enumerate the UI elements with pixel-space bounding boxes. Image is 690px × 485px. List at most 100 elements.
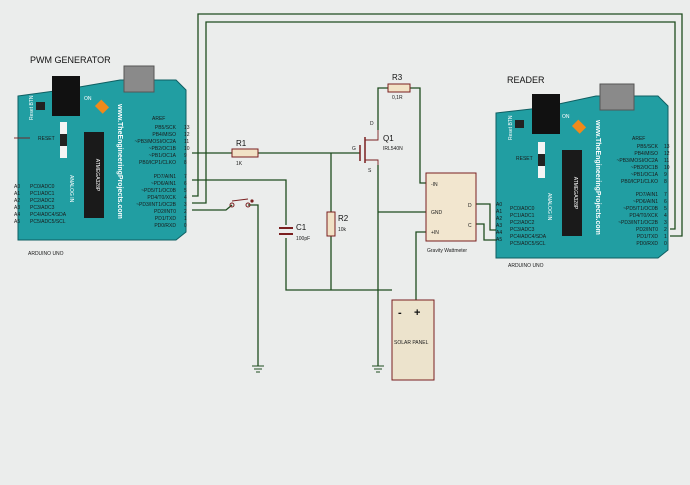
- wire-wattmeter-d: [476, 203, 496, 231]
- right-arduino[interactable]: READER Reset BTN ON ATMEGA328P ANALOG IN…: [495, 75, 670, 269]
- left-top-num: 13: [184, 125, 190, 131]
- right-analog-num: A2: [496, 216, 502, 222]
- left-arduino[interactable]: PWM GENERATOR Reset BTN ON ATMEGA328P AN…: [14, 55, 190, 257]
- left-bottom-num: 1: [184, 216, 187, 222]
- left-bottom-num: 5: [184, 188, 187, 194]
- left-analog-pin: PC5/ADC5/SCL: [30, 219, 66, 225]
- q1-source-lead: [365, 159, 379, 165]
- right-bottom-pin: PD4/T0/XCK: [629, 213, 658, 219]
- right-analog-pin: PC2/ADC2: [510, 220, 535, 226]
- left-bottom-pin: PD2/INT0: [154, 209, 176, 215]
- left-analog-num: A3: [14, 205, 20, 211]
- r2-resistor[interactable]: R2 10k: [326, 211, 349, 237]
- right-bottom-pin: PD0/RXD: [636, 241, 658, 247]
- c1-name: C1: [296, 223, 307, 232]
- right-analog-pin: PC3/ADC3: [510, 227, 535, 233]
- left-analog-num: A2: [14, 198, 20, 204]
- right-bottom-num: 5: [664, 206, 667, 212]
- right-bottom-pin: PD7/AIN1: [636, 192, 658, 198]
- left-power-jack: [123, 65, 155, 93]
- left-top-pin: ~PB3/MOSI/OC2A: [134, 139, 176, 145]
- left-top-pin: PB0/ICP1/CLKO: [139, 160, 176, 166]
- wattmeter-pin-c: C: [468, 223, 472, 229]
- left-reset-button[interactable]: [36, 102, 45, 110]
- right-power-jack: [599, 83, 635, 111]
- right-bottom-num: 6: [664, 199, 667, 205]
- right-top-num: 9: [664, 172, 667, 178]
- left-bottom-pin: ~PD5/T1/OC0B: [141, 188, 177, 194]
- left-analog-num: A5: [14, 219, 20, 225]
- right-usb-jack: [532, 94, 560, 134]
- solar-plus: +: [414, 307, 420, 319]
- q1-drain-lead: [365, 130, 379, 141]
- c1-value: 100pF: [296, 236, 310, 242]
- wire-r3-wattmeter: [410, 87, 426, 184]
- right-bottom-num: 4: [664, 213, 667, 219]
- wire-top-loop-1: [192, 13, 683, 237]
- right-analog-pins: PC0/ADC0 PC1/ADC1 PC2/ADC2 PC3/ADC3 PC4/…: [496, 202, 547, 247]
- left-analog-pin: PC0/ADC0: [30, 184, 55, 190]
- c1-capacitor[interactable]: C1 100pF: [279, 223, 310, 242]
- right-top-pin: ~PB3/MOSI/OC2A: [616, 158, 658, 164]
- left-bottom-pin: ~PD3/INT1/OC2B: [136, 202, 177, 208]
- left-top-num: 10: [184, 146, 190, 152]
- right-analog-pin: PC0/ADC0: [510, 206, 535, 212]
- switch[interactable]: [229, 198, 254, 208]
- switch-lever: [231, 198, 249, 202]
- right-reset-btn-label: Reset BTN: [508, 115, 514, 140]
- wire-c1-bottom: [285, 238, 392, 291]
- solar-label: SOLAR PANEL: [394, 340, 429, 346]
- left-top-pin: PB5/SCK: [155, 125, 177, 131]
- r2-value: 10k: [338, 227, 347, 233]
- right-top-pin: ~PB1/OC1A: [631, 172, 659, 178]
- left-bottom-num: 4: [184, 195, 187, 201]
- right-reset-button[interactable]: [515, 120, 524, 128]
- r1-value: 1K: [236, 161, 243, 167]
- gravity-wattmeter[interactable]: -IN GND +IN D C Gravity Wattmeter: [425, 172, 477, 254]
- wire-top-loop-2: [192, 21, 676, 230]
- left-board-title: PWM GENERATOR: [30, 55, 111, 65]
- right-analog-num: A1: [496, 209, 502, 215]
- left-bottom-num: 3: [184, 202, 187, 208]
- left-bottom-pin: PD1/TXD: [155, 216, 177, 222]
- q1-mosfet[interactable]: D G S Q1 IRL540N: [352, 121, 403, 174]
- right-crystal-core: [538, 154, 545, 166]
- right-chip-icon: [562, 150, 582, 236]
- left-analog-label: ANALOG IN: [68, 175, 74, 203]
- wattmeter-pin-plus-in: +IN: [431, 230, 439, 236]
- right-top-num: 11: [664, 158, 669, 164]
- solar-panel[interactable]: - + SOLAR PANEL: [391, 299, 435, 381]
- left-reset-btn-label: Reset BTN: [29, 95, 35, 120]
- left-bottom-pin: PD4/T0/XCK: [147, 195, 176, 201]
- left-analog-num: A1: [14, 191, 20, 197]
- left-bottom-pin: ~PD6/AIN1: [151, 181, 176, 187]
- r1-body: [231, 148, 259, 158]
- left-analog-pin: PC1/ADC1: [30, 191, 55, 197]
- right-bottom-pin: ~PD6/AIN1: [633, 199, 658, 205]
- right-top-pin: PB5/SCK: [637, 144, 659, 150]
- r3-resistor[interactable]: R3 0,1R: [387, 73, 411, 101]
- wattmeter-label: Gravity Wattmeter: [427, 248, 467, 254]
- wire-switch-left: [192, 204, 233, 211]
- wire-wattmeter-plus: [415, 231, 426, 300]
- right-bottom-pin: PD1/TXD: [637, 234, 659, 240]
- right-bottom-pins: PD7/AIN1 ~PD6/AIN1 ~PD5/T1/OC0B PD4/T0/X…: [618, 192, 667, 247]
- right-top-pin: PB4/MISO: [634, 151, 658, 157]
- right-chip-label: ATMEGA328P: [572, 177, 578, 210]
- left-website: www.TheEngineeringProjects.com: [116, 103, 123, 219]
- left-crystal-core: [60, 134, 67, 146]
- left-top-pins: PB5/SCK PB4/MISO ~PB3/MOSI/OC2A ~PB2/OC1…: [134, 125, 189, 166]
- right-bottom-num: 2: [664, 227, 667, 233]
- left-aref-label: AREF: [152, 116, 165, 122]
- right-reset-label: RESET: [516, 156, 533, 162]
- left-bottom-num: 7: [184, 174, 187, 180]
- left-board-label: ARDUINO UNO: [28, 251, 64, 257]
- left-on-label: ON: [84, 96, 92, 102]
- right-board-label: ARDUINO UNO: [508, 263, 544, 269]
- r1-resistor[interactable]: R1 1K: [231, 139, 259, 167]
- right-bottom-pin: ~PD5/T1/OC0B: [623, 206, 659, 212]
- left-reset-label: RESET: [38, 136, 55, 142]
- right-top-num: 12: [664, 151, 670, 157]
- solar-panel-body: [391, 299, 435, 381]
- left-top-pin: PB4/MISO: [152, 132, 176, 138]
